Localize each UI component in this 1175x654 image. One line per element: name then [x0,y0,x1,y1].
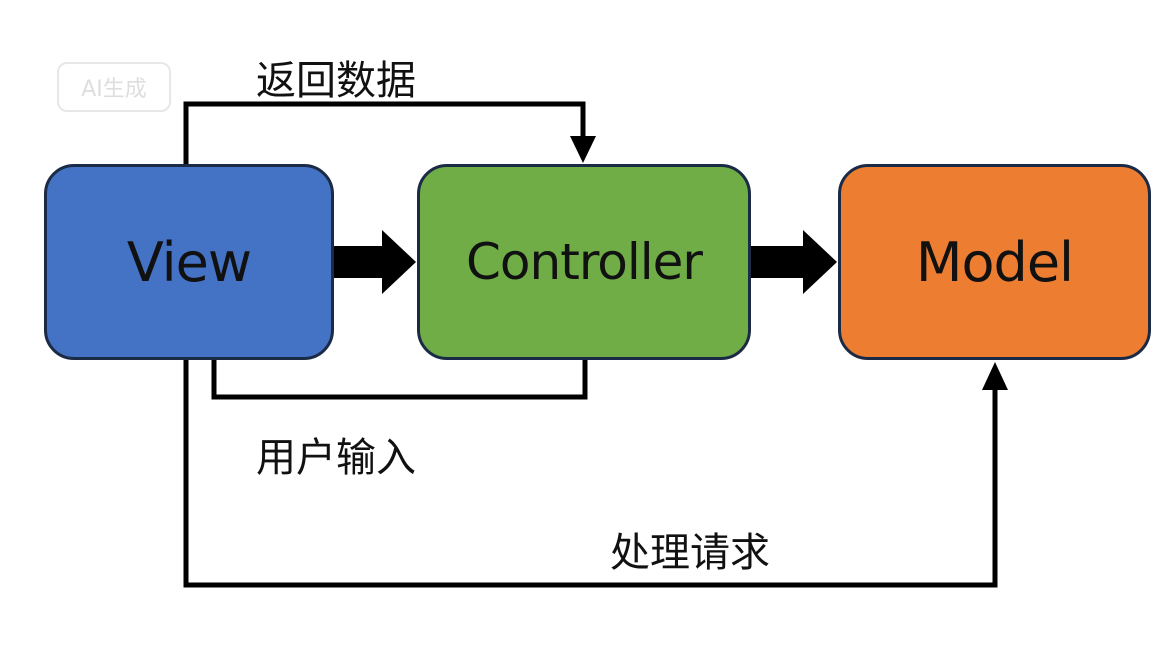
edge-return-data-arrowhead [570,136,596,163]
edge-label-user-input: 用户输入 [256,435,416,481]
edge-user-input-line [211,360,588,400]
edge-view-to-controller-arrow [334,230,416,294]
node-model: Model [838,164,1151,360]
node-view: View [44,164,334,360]
edge-process-request-line [183,360,998,588]
edge-label-return-data: 返回数据 [256,58,416,104]
node-controller: Controller [417,164,751,360]
edge-return-data-line [183,101,586,166]
edge-label-process-request: 处理请求 [610,530,770,576]
edge-controller-to-model-arrow [751,230,837,294]
edge-process-request-arrowhead [982,362,1008,390]
ai-generated-watermark: AI生成 [57,62,171,112]
